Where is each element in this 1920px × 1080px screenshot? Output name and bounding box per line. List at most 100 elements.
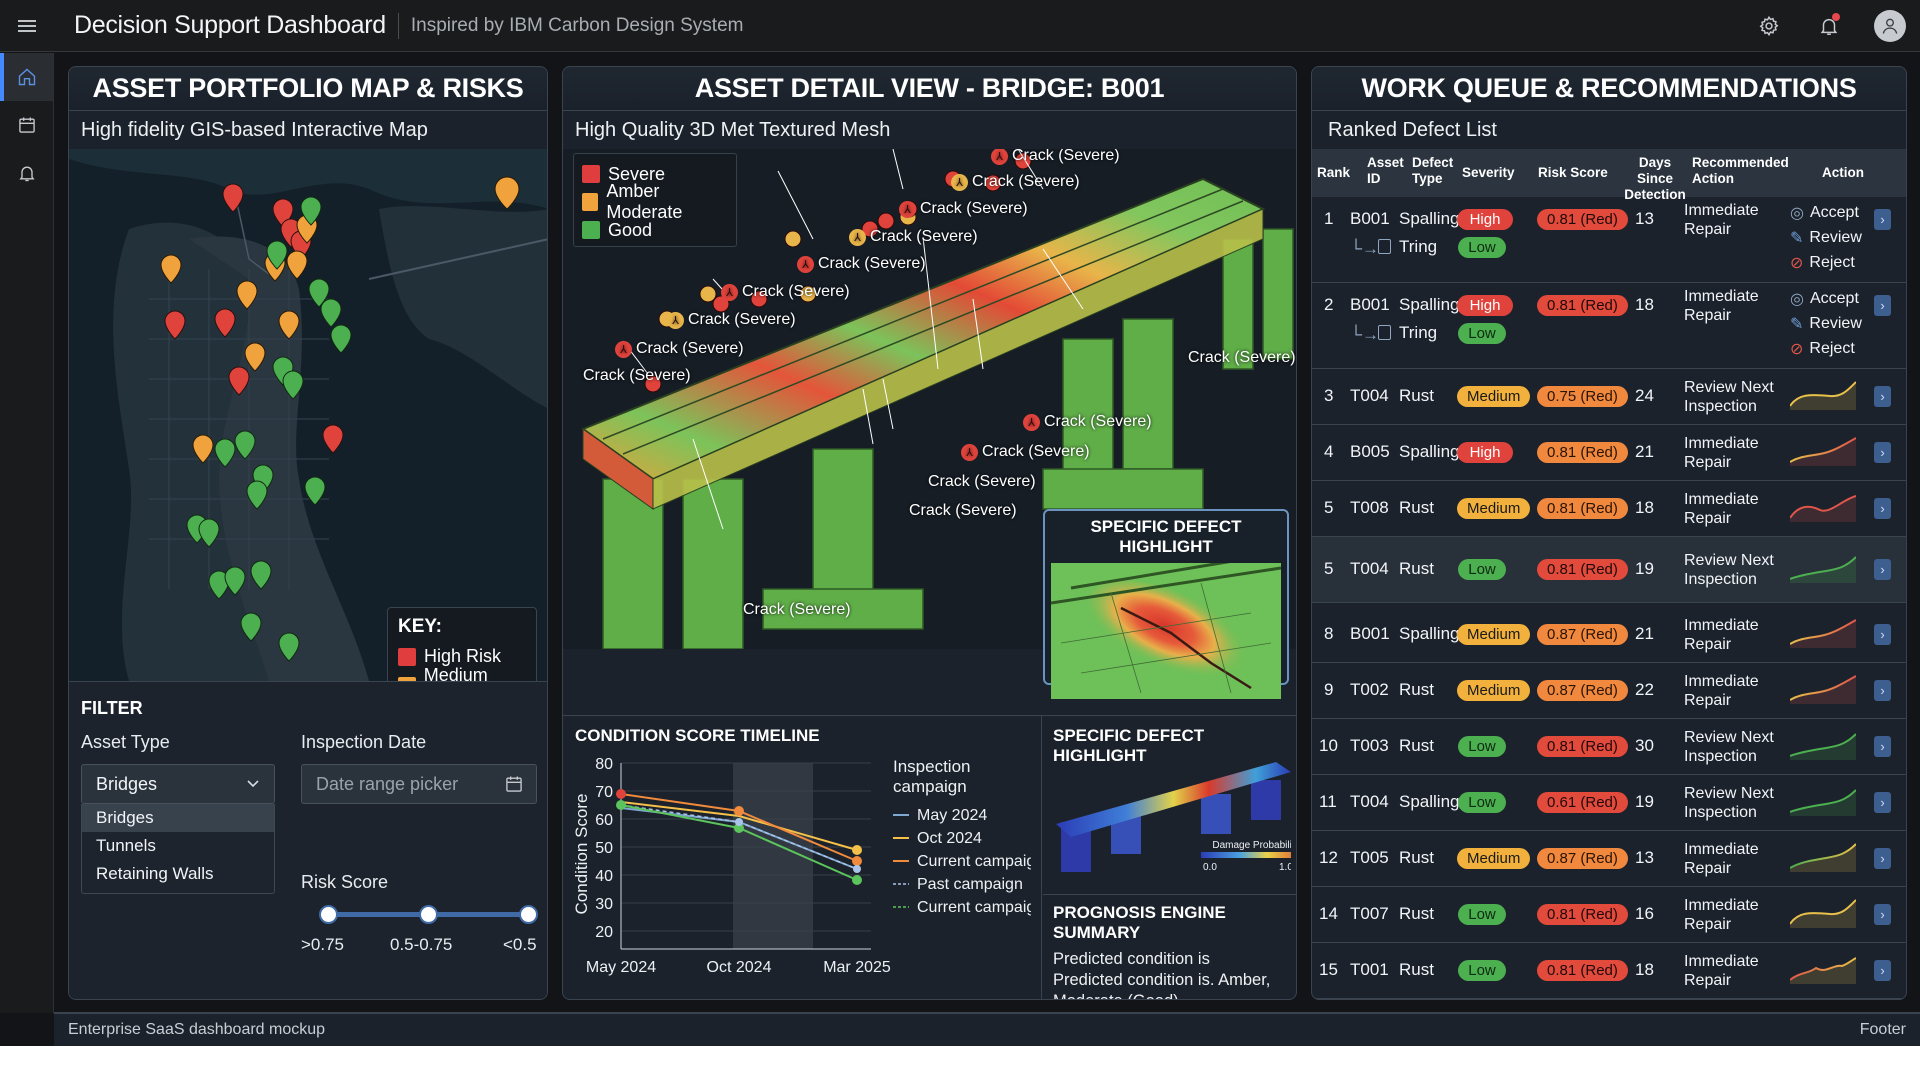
- rec-line: Inspection: [1684, 571, 1757, 588]
- notifications-button[interactable]: [1814, 11, 1844, 41]
- risk-score-slider[interactable]: [319, 904, 538, 924]
- defect-highlight-card[interactable]: SPECIFIC DEFECT HIGHLIGHT: [1043, 509, 1289, 699]
- review-action[interactable]: ✎Review: [1790, 314, 1862, 334]
- 3d-mesh-viewer[interactable]: Severe Amber Moderate Good ⅄Crack (Sever…: [563, 149, 1296, 649]
- row-details-button[interactable]: ›: [1874, 624, 1891, 645]
- reject-label: Reject: [1809, 254, 1855, 271]
- row-details-button[interactable]: ›: [1874, 960, 1891, 981]
- slider-thumb-low[interactable]: [519, 905, 538, 924]
- svg-text:80: 80: [595, 756, 613, 773]
- days-cell: 18: [1635, 295, 1654, 314]
- col-rank[interactable]: Rank: [1317, 165, 1351, 180]
- accept-action[interactable]: ◎Accept: [1790, 289, 1859, 309]
- col-recommended-action[interactable]: Recommended Action: [1692, 155, 1789, 186]
- crack-marker[interactable]: Crack (Severe): [583, 367, 691, 385]
- bell-icon: [18, 166, 35, 182]
- trend-sparkline: [1790, 899, 1856, 928]
- col-asset-id[interactable]: Asset ID: [1367, 155, 1404, 186]
- crack-marker[interactable]: ⅄Crack (Severe): [615, 340, 744, 358]
- crack-marker[interactable]: Crack (Severe): [1188, 349, 1296, 367]
- crack-marker[interactable]: Crack (Severe): [743, 601, 851, 619]
- asset-id-cell: T004: [1350, 792, 1389, 811]
- asset-portfolio-panel: ASSET PORTFOLIO MAP & RISKS High fidelit…: [68, 66, 548, 1000]
- row-details-button[interactable]: ›: [1874, 442, 1891, 463]
- crack-marker[interactable]: ⅄Crack (Severe): [961, 443, 1090, 461]
- crack-marker[interactable]: ⅄Crack (Severe): [951, 173, 1080, 191]
- option-bridges[interactable]: Bridges: [82, 804, 274, 832]
- calendar-icon[interactable]: [504, 774, 524, 794]
- defect-type-cell: Rust: [1399, 498, 1434, 517]
- crack-marker[interactable]: ⅄Crack (Severe): [667, 311, 796, 329]
- crack-marker[interactable]: ⅄Crack (Severe): [849, 228, 978, 246]
- days-cell: 19: [1635, 792, 1654, 811]
- row-details-button[interactable]: ›: [1874, 904, 1891, 925]
- crack-icon: ⅄: [991, 149, 1008, 165]
- asset-type-select[interactable]: Bridges: [81, 764, 275, 804]
- svg-text:May 2024: May 2024: [917, 807, 987, 824]
- crack-marker[interactable]: ⅄Crack (Severe): [721, 283, 850, 301]
- sidebar-item-calendar[interactable]: [0, 101, 53, 149]
- accept-action[interactable]: ◎Accept: [1790, 203, 1859, 223]
- row-details-button[interactable]: ›: [1874, 295, 1891, 316]
- svg-text:50: 50: [595, 840, 613, 857]
- severity-badge: Medium: [1457, 624, 1531, 645]
- gis-map[interactable]: KEY: High Risk Medium Risk Low Risk: [69, 149, 547, 682]
- col-days-since[interactable]: Days Since Detection: [1624, 155, 1686, 202]
- reject-action[interactable]: ⊘Reject: [1790, 339, 1855, 359]
- menu-button[interactable]: [0, 17, 54, 35]
- days-cell: 22: [1635, 680, 1654, 699]
- legend-label: Medium Risk: [423, 664, 488, 682]
- crack-marker[interactable]: ⅄Crack (Severe): [797, 255, 926, 273]
- date-placeholder: Date range picker: [316, 773, 459, 794]
- row-details-button[interactable]: ›: [1874, 386, 1891, 407]
- rec-line: Immediate: [1684, 841, 1759, 858]
- slider-thumb-high[interactable]: [319, 905, 338, 924]
- crack-marker[interactable]: Crack (Severe): [928, 473, 1036, 491]
- row-details-button[interactable]: ›: [1874, 680, 1891, 701]
- col-risk-score[interactable]: Risk Score: [1538, 165, 1608, 180]
- option-tunnels[interactable]: Tunnels: [96, 836, 156, 855]
- user-avatar[interactable]: [1874, 10, 1906, 42]
- row-details-button[interactable]: ›: [1874, 209, 1891, 230]
- slider-thumb-mid[interactable]: [419, 905, 438, 924]
- sidebar-item-home[interactable]: [0, 53, 53, 101]
- reject-action[interactable]: ⊘Reject: [1790, 253, 1855, 273]
- date-range-picker[interactable]: Date range picker: [301, 764, 537, 804]
- crack-marker[interactable]: Crack (Severe): [909, 502, 1017, 520]
- option-retaining-walls[interactable]: Retaining Walls: [96, 864, 214, 883]
- crack-marker[interactable]: ⅄Crack (Severe): [991, 149, 1120, 165]
- row-details-button[interactable]: ›: [1874, 792, 1891, 813]
- crack-label-text: Crack (Severe): [870, 228, 978, 245]
- row-details-button[interactable]: ›: [1874, 559, 1891, 580]
- row-details-button[interactable]: ›: [1874, 848, 1891, 869]
- col-severity[interactable]: Severity: [1462, 165, 1515, 180]
- title-divider: [397, 12, 399, 39]
- row-details-button[interactable]: ›: [1874, 498, 1891, 519]
- row-details-button[interactable]: ›: [1874, 736, 1891, 757]
- asset-id-cell: B001: [1350, 295, 1390, 314]
- review-action[interactable]: ✎Review: [1790, 228, 1862, 248]
- col-action[interactable]: Action: [1822, 165, 1864, 180]
- crack-marker[interactable]: ⅄Crack (Severe): [1023, 413, 1152, 431]
- settings-button[interactable]: [1754, 11, 1784, 41]
- asset-id-cell: T007: [1350, 904, 1389, 923]
- crack-marker[interactable]: ⅄Crack (Severe): [899, 200, 1028, 218]
- sidebar-item-alerts[interactable]: [0, 149, 53, 197]
- damage-probability-mesh[interactable]: Damage Probability 0.0 1.0: [1051, 752, 1291, 892]
- col-defect-type[interactable]: Defect Type: [1412, 155, 1454, 186]
